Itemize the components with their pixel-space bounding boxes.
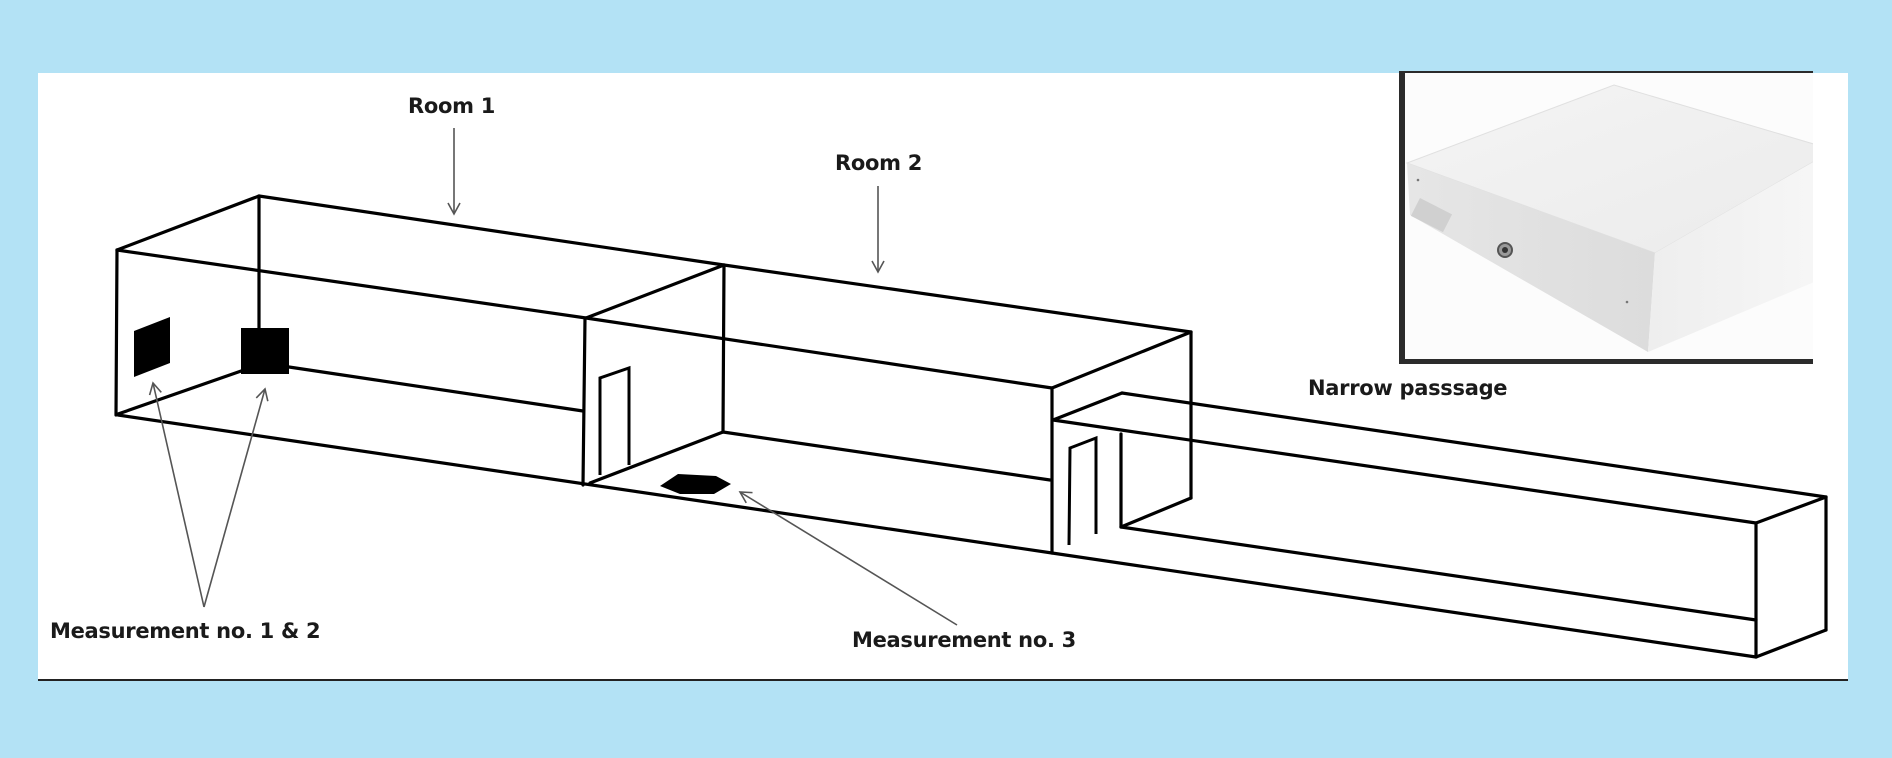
room-2-box [581,263,1193,555]
narrow-passage-label: Narrow passsage [1308,376,1508,400]
measurement-1-arrow [148,381,205,608]
room-2-label: Room 2 [835,151,923,175]
room-1-box [114,194,1054,555]
door-1 [598,365,631,475]
measurement-3-arrow [738,491,958,626]
measurement-1-marker [134,317,170,377]
label-arrows [148,128,958,626]
measurement-3-label: Measurement no. 3 [852,628,1076,652]
measurement-2-marker [241,328,289,374]
antenna-photo-inset [1399,71,1813,364]
measurement-1-2-label: Measurement no. 1 & 2 [50,619,321,643]
measurement-3-marker [660,474,731,494]
antenna-device-icon [1405,73,1813,359]
narrow-passage-box [1050,391,1828,659]
room-1-label: Room 1 [408,94,496,118]
door-2 [1067,435,1098,546]
measurement-2-arrow [203,387,269,608]
